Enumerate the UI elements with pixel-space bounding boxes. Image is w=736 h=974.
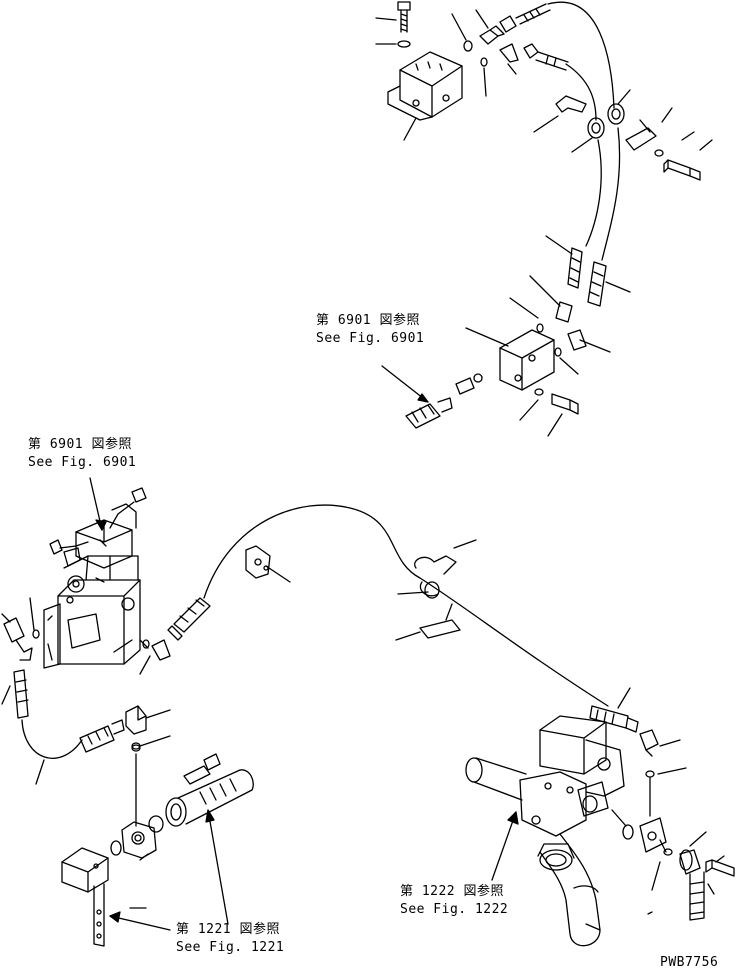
- elbow-right: [640, 730, 658, 756]
- elbow-pipe: [538, 834, 600, 946]
- hose-long-thin: [204, 505, 608, 706]
- reference-left-en[interactable]: See Fig. 6901: [28, 455, 137, 470]
- reference-top-en[interactable]: See Fig. 6901: [316, 331, 425, 346]
- washer-2: [535, 389, 543, 395]
- elbow-top: [500, 44, 596, 120]
- reference-top-jp[interactable]: 第 6901 図参照: [316, 313, 420, 328]
- hose-end-left: [80, 720, 124, 752]
- pump-assembly: [466, 688, 734, 946]
- hose-long-2: [602, 128, 620, 260]
- elbow-1: [556, 302, 572, 322]
- o-ring: [464, 41, 472, 51]
- washer-r: [655, 150, 663, 156]
- hose-left: [14, 670, 82, 758]
- connector-plug-2: [50, 540, 62, 554]
- o-ring-br: [646, 771, 654, 777]
- fitting-right: [588, 262, 606, 306]
- reference-left-jp[interactable]: 第 6901 図参照: [28, 437, 132, 452]
- bottom-left-assembly: [62, 745, 253, 946]
- bracket-bl: [62, 848, 108, 946]
- elbow-2: [568, 330, 586, 350]
- flange-right: [640, 818, 666, 852]
- connector-plug-1: [132, 488, 146, 502]
- o-ring-4: [555, 348, 561, 356]
- hose-long-1: [586, 140, 601, 246]
- hose-top: [500, 2, 614, 108]
- bolt-top: [398, 2, 410, 32]
- connector-lower: [456, 374, 482, 394]
- o-ring-3: [537, 324, 543, 332]
- o-ring-bl: [111, 841, 121, 855]
- suction-pipe: [466, 758, 526, 800]
- elbow-left: [4, 618, 32, 660]
- flange-hose: [680, 850, 704, 920]
- o-ring-2: [481, 58, 487, 66]
- clamp-left: [556, 96, 604, 138]
- hose-mid: [140, 598, 210, 660]
- o-ring-big: [149, 816, 163, 832]
- reference-bottom-right-jp[interactable]: 第 1222 図参照: [400, 884, 504, 899]
- washer: [398, 41, 410, 47]
- hose-lower: [406, 398, 452, 428]
- pump-body: [520, 716, 624, 836]
- block-top: [388, 52, 462, 120]
- bolt-br: [706, 860, 734, 876]
- flange-block: [122, 822, 156, 858]
- clamp-mid: [246, 546, 270, 578]
- o-ring-6: [143, 640, 149, 648]
- block-lower: [500, 330, 554, 390]
- o-ring-left: [33, 630, 39, 638]
- fitting-left: [568, 248, 582, 288]
- connector-small: [184, 754, 220, 784]
- o-ring-pump: [623, 825, 633, 839]
- clamp-right: [608, 104, 656, 150]
- valve-body: [44, 504, 140, 668]
- reference-bottom-right-en[interactable]: See Fig. 1222: [400, 902, 509, 917]
- top-assembly: [376, 2, 712, 436]
- reference-bottom-left-en[interactable]: See Fig. 1221: [176, 940, 285, 955]
- hose-end-right: [590, 706, 638, 732]
- bolt-lower: [552, 394, 578, 414]
- clamp-right-mid: [415, 556, 460, 638]
- bolt-right: [664, 160, 700, 180]
- reference-bottom-left-jp[interactable]: 第 1221 図参照: [176, 922, 280, 937]
- valve-assembly: [2, 478, 608, 784]
- pipe-flange: [166, 770, 253, 826]
- tee-fitting: [126, 706, 146, 734]
- drawing-code: PWB7756: [660, 955, 719, 970]
- connector-top: [480, 26, 504, 44]
